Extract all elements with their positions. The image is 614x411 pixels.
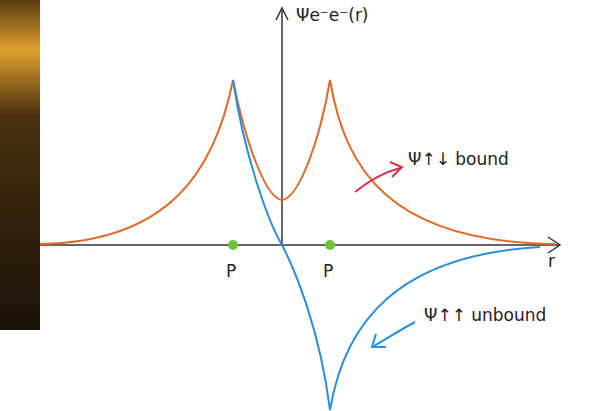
pointer-arrowhead (390, 162, 402, 177)
axis-arrowhead (548, 237, 560, 253)
pointer-arrowhead (372, 334, 386, 347)
bound-curve (40, 80, 555, 244)
pointer-arrow (374, 322, 415, 346)
point-label: P (323, 262, 333, 281)
proton-dot (325, 240, 335, 250)
point-label: P (226, 262, 236, 281)
curve-label: Ψ↑↓ bound (408, 150, 509, 169)
unbound-curve (233, 80, 540, 410)
axis-label: Ψe⁻e⁻(r) (296, 6, 369, 25)
axis-arrowhead (276, 8, 288, 20)
curve-label: Ψ↑↑ unbound (424, 306, 546, 325)
psi-axis (281, 10, 283, 245)
r-axis (40, 244, 560, 246)
background-strip (0, 0, 40, 330)
pointer-arrow (355, 168, 400, 192)
axis-label: r (548, 252, 555, 271)
proton-dot (228, 240, 238, 250)
